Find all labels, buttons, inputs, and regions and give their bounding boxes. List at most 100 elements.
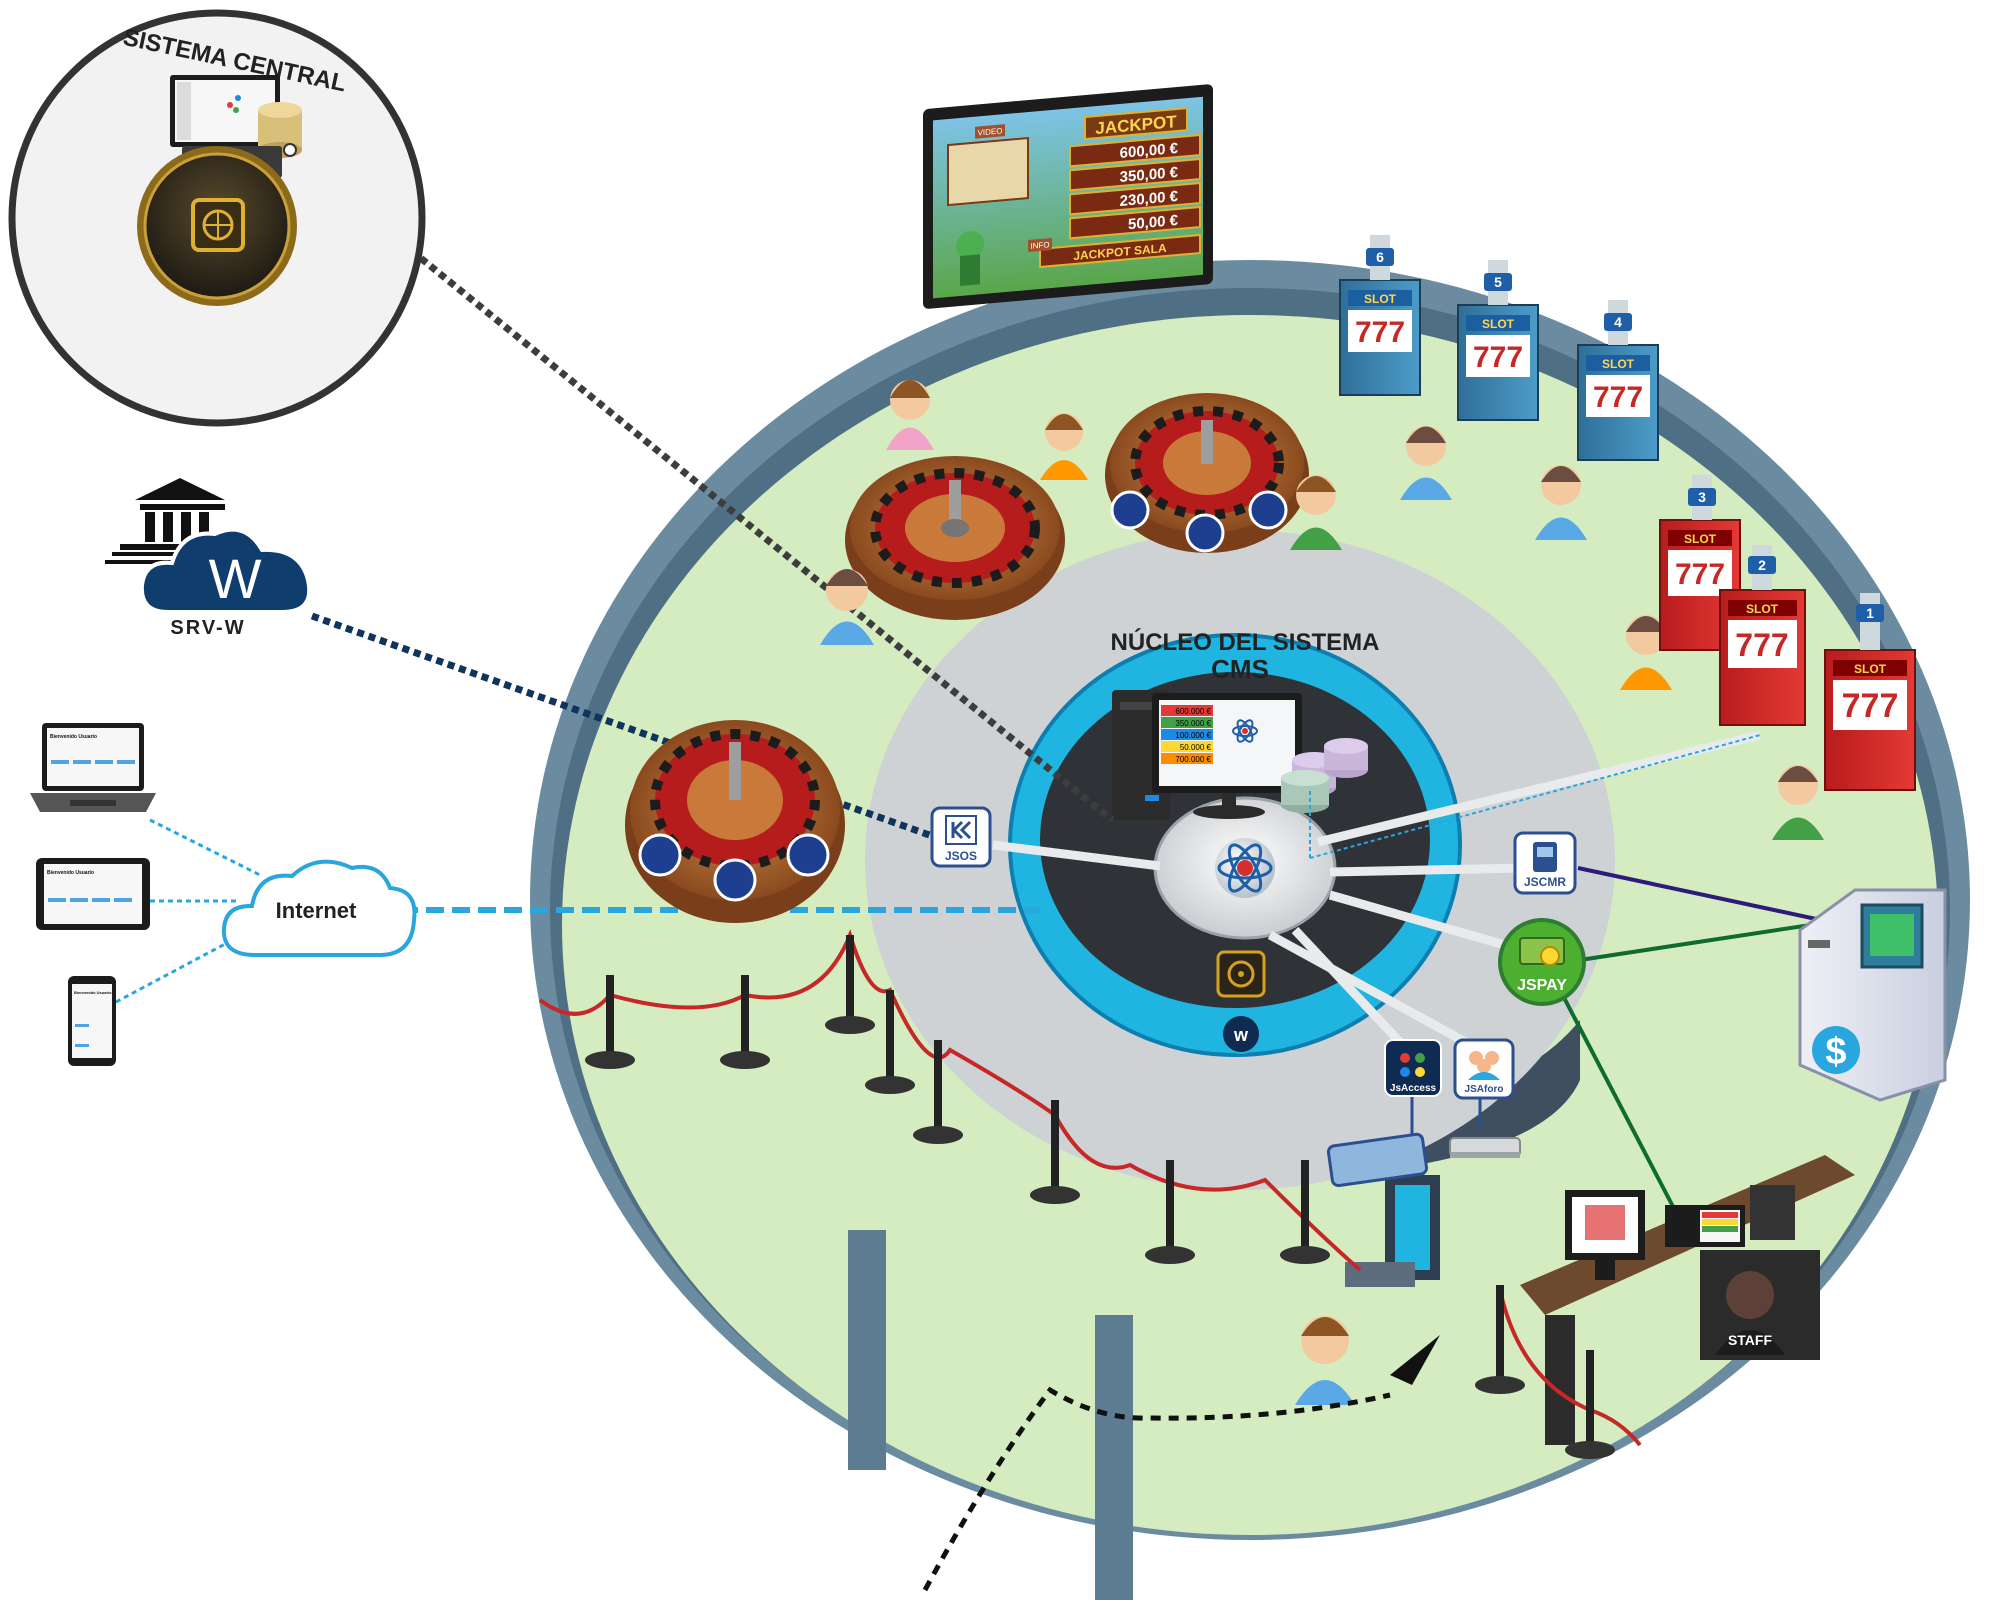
module-jsaforo-label: JSAforo (1465, 1084, 1504, 1095)
module-jsaccess[interactable]: JsAccess (1384, 1039, 1442, 1097)
module-jspay-label: JSPAY (1517, 977, 1567, 994)
internet-cloud[interactable]: Internet (221, 859, 417, 957)
stanchion (865, 990, 915, 1094)
slot-machine-6[interactable]: SLOT 777 6 (1339, 235, 1421, 396)
cms-row-3: 50.000 € (1180, 743, 1212, 752)
stanchion (825, 935, 875, 1034)
entrance (848, 1230, 1440, 1600)
laptop-link (149, 818, 263, 878)
cms-atom-mini-icon (1232, 719, 1258, 743)
roulette-table-3[interactable] (625, 720, 845, 923)
srvw-label: SRV-W (170, 617, 245, 639)
slot-machine-1[interactable]: SLOT 777 1 (1824, 593, 1916, 791)
slot-reels: 777 (1842, 687, 1899, 725)
vault-icon (1216, 950, 1266, 998)
staff-member-avatar: STAFF (1715, 1271, 1785, 1355)
module-jsaforo[interactable]: JSAforo (1453, 1038, 1515, 1100)
jackpot-tag-info: INFO (1030, 240, 1049, 251)
cloud-w-icon (139, 527, 312, 614)
slot-machines: SLOT 777 6 SLOT 777 5 SLOT 777 4 (1339, 235, 1916, 791)
tablet-icon[interactable]: Bienvenido Usuario (36, 858, 150, 930)
central-vault-icon (191, 198, 245, 252)
laptop-icon[interactable]: Bienvenido Usuario (30, 723, 156, 812)
slot-machine-2[interactable]: SLOT 777 2 (1719, 545, 1806, 726)
stanchion (1030, 1100, 1080, 1204)
slot-number-1: 5 (1494, 274, 1502, 290)
module-jsos-label: JSOS (945, 849, 977, 863)
tablet-screen-title: Bienvenido Usuario (47, 870, 94, 876)
cms-row-4-bg (1161, 753, 1213, 764)
w-network-icon: w (1221, 1014, 1261, 1054)
slot-label: SLOT (1602, 357, 1635, 371)
roulette-table-2[interactable] (1105, 393, 1309, 553)
slot-label: SLOT (1482, 317, 1515, 331)
smartphone-icon[interactable]: Bienvenido Usuario (68, 976, 116, 1066)
cloud-letter: W (209, 547, 262, 610)
stanchion (1475, 1285, 1525, 1394)
slot-label: SLOT (1854, 662, 1887, 676)
cms-row-1: 350.000 € (1175, 719, 1211, 728)
entry-arrow-icon (1390, 1335, 1440, 1385)
srvw-link (310, 612, 937, 841)
module-jsos[interactable]: JSOS (930, 806, 992, 868)
player-avatar (1535, 465, 1587, 540)
slot-machine-5[interactable]: SLOT 777 5 (1457, 260, 1539, 421)
stanchion (1280, 1160, 1330, 1264)
player-avatar (1400, 426, 1452, 500)
player-avatar (886, 380, 934, 450)
slot-reels: 777 (1473, 341, 1523, 374)
module-jscmr-label: JSCMR (1524, 875, 1566, 889)
stanchion (1145, 1160, 1195, 1264)
phone-link (115, 934, 241, 1004)
central-system-link (297, 157, 1115, 823)
laptop-screen-title: Bienvenido Usuario (50, 734, 97, 740)
player-avatar (1290, 475, 1342, 550)
module-jscmr[interactable]: JSCMR (1513, 831, 1577, 895)
player-avatar (1620, 615, 1672, 690)
cms-workstation[interactable]: 600.000 € 350.000 € 100.000 € 50.000 € 7… (1112, 690, 1302, 820)
slot-label: SLOT (1364, 292, 1397, 306)
svg-text:w: w (1233, 1025, 1249, 1045)
cms-row-0-bg (1161, 705, 1213, 716)
atm-machine[interactable]: $ (1798, 888, 1947, 1102)
module-jsaccess-label: JsAccess (1390, 1083, 1437, 1094)
jackpot-value-2: 230,00 € (1120, 188, 1179, 210)
jspay-atm-link (1579, 920, 1831, 962)
internet-label: Internet (276, 898, 357, 923)
velvet-rope-desk (1498, 1289, 1642, 1447)
database-icon (1281, 738, 1368, 813)
jackpot-tag-video: VIDEO (978, 126, 1003, 137)
cms-row-3-bg (1161, 741, 1213, 752)
jackpot-value-0: 600,00 € (1120, 140, 1179, 162)
stanchion (913, 1040, 963, 1144)
staff-desk: STAFF (1520, 1155, 1855, 1445)
cms-row-2: 100.000 € (1175, 731, 1211, 740)
cms-row-1-bg (1161, 717, 1213, 728)
stanchion (1565, 1350, 1615, 1459)
srvw-node[interactable]: W SRV-W (105, 478, 312, 639)
pos-terminal (1665, 1185, 1795, 1247)
stanchion (585, 975, 635, 1069)
core-subtitle: CMS (1211, 654, 1269, 684)
slot-machine-4[interactable]: SLOT 777 4 (1577, 300, 1659, 461)
slot-number-2: 4 (1614, 314, 1622, 330)
cms-row-4: 700.000 € (1175, 755, 1211, 764)
roulette-table-1[interactable] (845, 456, 1065, 620)
dollar-icon: $ (1825, 1031, 1846, 1073)
jackpot-value-1: 350,00 € (1120, 164, 1179, 186)
module-jspay[interactable]: JSPAY (1498, 918, 1586, 1006)
jscmr-atm-link (1577, 866, 1831, 924)
cms-value-rows: 600.000 € 350.000 € 100.000 € 50.000 € 7… (1161, 705, 1213, 764)
slot-reels: 777 (1675, 558, 1725, 591)
slot-number-4: 2 (1758, 557, 1766, 573)
stanchion (720, 975, 770, 1069)
cms-core-icon[interactable] (1215, 838, 1275, 898)
jackpot-value-3: 50,00 € (1128, 212, 1179, 233)
jackpot-display: JACKPOT 600,00 € 350,00 € 230,00 € 50,00… (923, 84, 1213, 309)
entry-path (922, 1386, 1391, 1592)
cms-row-0: 600.000 € (1175, 707, 1211, 716)
slot-number-3: 3 (1698, 489, 1706, 505)
network-router-icon (1449, 1137, 1521, 1158)
slot-label: SLOT (1746, 602, 1779, 616)
